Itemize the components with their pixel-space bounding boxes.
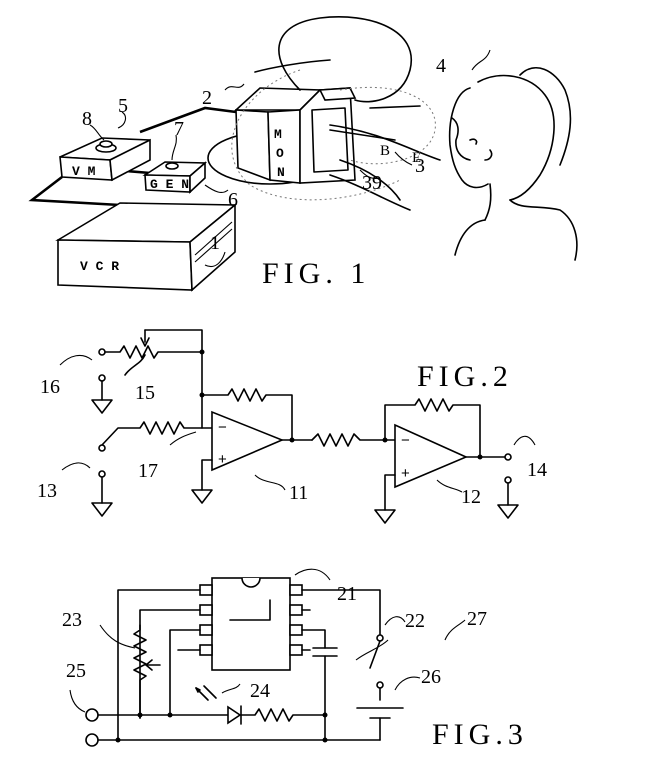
callout-6: 6 (228, 189, 238, 211)
fig2: − + − + 16 15 (37, 329, 547, 524)
monitor: M O N (207, 87, 357, 185)
callout-23: 23 (62, 609, 82, 631)
cable-vm-vcr (28, 175, 121, 207)
terminal-14 (504, 453, 512, 461)
callout-26: 26 (421, 666, 441, 688)
field-label-e: E (412, 150, 421, 166)
opamp-11: − + (211, 410, 285, 472)
vcr-box: V C R (55, 202, 238, 292)
callout-3: 3 (415, 155, 425, 177)
button-icon (165, 162, 179, 170)
vm-label: V M (72, 164, 96, 179)
callout-4: 4 (436, 55, 446, 77)
svg-text:−: − (401, 432, 410, 449)
fig1: V C R V M G E N M (28, 16, 578, 292)
callout-21: 21 (337, 583, 357, 605)
svg-text:+: + (218, 451, 227, 468)
field-label-b: B (380, 143, 390, 159)
terminal-25b (85, 733, 99, 747)
viewer-person (448, 66, 578, 261)
callout-2: 2 (202, 87, 212, 109)
callout-22: 22 (405, 610, 425, 632)
callout-5: 5 (118, 95, 128, 117)
vcr-label: V C R (80, 259, 119, 274)
gen-box: G E N (142, 161, 208, 194)
callout-27: 27 (467, 608, 487, 630)
terminal-13 (98, 444, 106, 452)
gen-label: G E N (150, 177, 189, 192)
callout-15: 15 (135, 382, 155, 404)
callout-11: 11 (289, 482, 308, 504)
vm-box: V M (59, 137, 151, 182)
cable-vm-monitor (139, 106, 237, 134)
callout-16: 16 (40, 376, 60, 398)
callout-14: 14 (527, 459, 547, 481)
fig2-caption: FIG.2 (417, 360, 513, 393)
fig3-caption: FIG.3 (432, 718, 528, 751)
callout-7: 7 (174, 118, 184, 140)
opamp-12: − + (394, 423, 468, 489)
svg-text:+: + (401, 465, 410, 482)
mon-letter-o: O (276, 146, 284, 161)
callout-39: 39 (362, 172, 382, 194)
callout-12: 12 (461, 486, 481, 508)
svg-text:−: − (218, 419, 227, 436)
fig3: 21 22 23 24 25 26 27 FIG.3 (62, 568, 528, 751)
mon-letter-n: N (277, 165, 285, 180)
callout-13: 13 (37, 480, 57, 502)
callout-17: 17 (138, 460, 158, 482)
ic-chip (199, 577, 303, 671)
mon-letter-m: M (274, 127, 282, 142)
callout-25: 25 (66, 660, 86, 682)
terminal-16 (98, 348, 106, 356)
terminal-25a (85, 708, 99, 722)
callout-24: 24 (250, 680, 270, 702)
fig1-caption: FIG. 1 (262, 257, 370, 290)
callout-8: 8 (82, 108, 92, 130)
field-lines: B E (231, 16, 441, 211)
callout-1: 1 (210, 232, 220, 254)
